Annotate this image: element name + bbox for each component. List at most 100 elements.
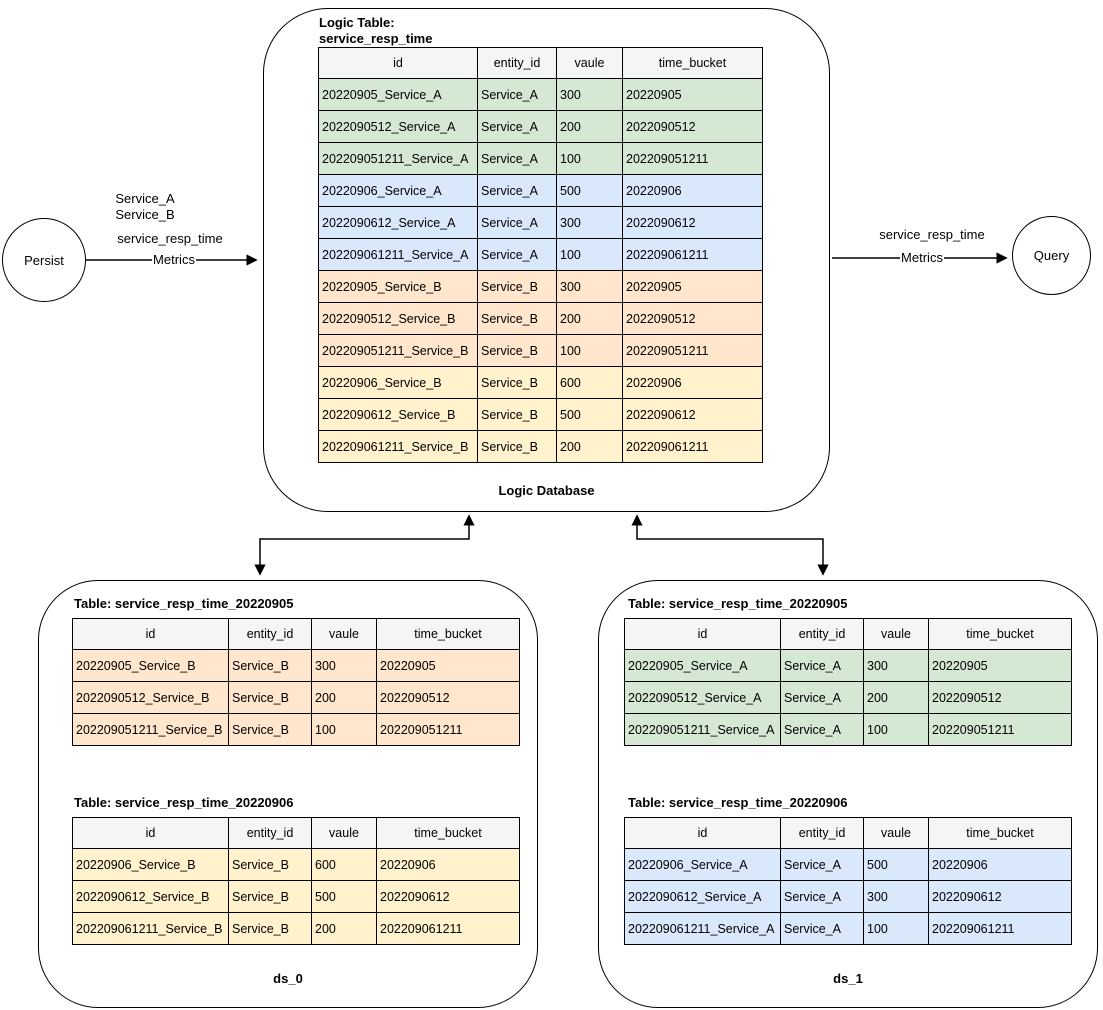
table-cell: 202209061211_Service_A — [318, 238, 478, 271]
persist-edge-metric-name: service_resp_time — [117, 231, 223, 246]
table-cell: 300 — [556, 270, 623, 303]
table-cell: Service_A — [780, 649, 864, 682]
table-cell: 202209061211_Service_B — [318, 430, 478, 463]
table-cell: 100 — [556, 142, 623, 175]
table-cell: 202209061211 — [622, 238, 763, 271]
query-edge-label: Metrics — [900, 250, 944, 265]
table-cell: Service_B — [228, 681, 312, 714]
table-cell: 200 — [311, 912, 377, 945]
table-cell: 200 — [311, 681, 377, 714]
table-cell: 20220906_Service_B — [318, 366, 478, 399]
table-cell: 200 — [556, 110, 623, 143]
table-cell: 2022090512_Service_A — [624, 681, 781, 714]
table-cell: 300 — [556, 206, 623, 239]
table-cell: 202209061211_Service_A — [624, 912, 781, 945]
table-cell: Service_A — [780, 880, 864, 913]
table-cell: 2022090612 — [622, 398, 763, 431]
table-cell: 202209061211 — [622, 430, 763, 463]
table-cell: 202209051211 — [622, 334, 763, 367]
logic-database-caption: Logic Database — [498, 483, 595, 498]
table-cell: 2022090612_Service_A — [624, 880, 781, 913]
table-cell: 200 — [863, 681, 929, 714]
persist-node: Persist — [2, 218, 86, 302]
table-cell: 100 — [556, 334, 623, 367]
column-header: time_bucket — [622, 47, 763, 79]
ds1-table1-title: Table: service_resp_time_20220905 — [628, 596, 848, 611]
table-cell: 20220905_Service_B — [318, 270, 478, 303]
table-cell: 2022090512_Service_B — [318, 302, 478, 335]
table-cell: 20220905 — [928, 649, 1072, 682]
table-cell: 20220906_Service_A — [624, 848, 781, 881]
table-cell: 300 — [863, 880, 929, 913]
table-cell: 200 — [556, 430, 623, 463]
table-cell: Service_A — [477, 142, 557, 175]
table-cell: 2022090612 — [376, 880, 520, 913]
query-label: Query — [1033, 248, 1070, 263]
table-cell: Service_A — [477, 174, 557, 207]
logic-to-ds1-connector — [631, 514, 829, 576]
table-cell: 500 — [556, 398, 623, 431]
table-cell: 2022090612_Service_B — [318, 398, 478, 431]
ds1-caption: ds_1 — [833, 971, 863, 986]
column-header: vaule — [863, 817, 929, 849]
table-cell: Service_A — [780, 912, 864, 945]
table-cell: Service_A — [477, 110, 557, 143]
column-header: entity_id — [477, 47, 557, 79]
table-cell: 20220905 — [622, 78, 763, 111]
logic-table-title-line1: Logic Table: — [319, 15, 395, 30]
table-cell: 100 — [556, 238, 623, 271]
table-cell: 20220906 — [928, 848, 1072, 881]
table-cell: 100 — [863, 912, 929, 945]
ds1-table2-title: Table: service_resp_time_20220906 — [628, 795, 848, 810]
table-cell: 300 — [556, 78, 623, 111]
query-node: Query — [1012, 216, 1091, 295]
table-cell: 300 — [311, 649, 377, 682]
column-header: entity_id — [228, 817, 312, 849]
ds0-table1-title: Table: service_resp_time_20220905 — [74, 596, 294, 611]
table-cell: 2022090512 — [622, 110, 763, 143]
column-header: entity_id — [228, 618, 312, 650]
table-cell: 100 — [863, 713, 929, 746]
table-cell: Service_B — [228, 912, 312, 945]
table-cell: 20220905 — [622, 270, 763, 303]
table-cell: 202209061211 — [928, 912, 1072, 945]
column-header: vaule — [311, 817, 377, 849]
table-cell: Service_B — [477, 334, 557, 367]
table-cell: Service_B — [228, 848, 312, 881]
table-cell: 20220905_Service_A — [624, 649, 781, 682]
table-cell: 100 — [311, 713, 377, 746]
column-header: time_bucket — [928, 618, 1072, 650]
table-cell: Service_A — [477, 78, 557, 111]
column-header: vaule — [556, 47, 623, 79]
table-cell: Service_B — [477, 270, 557, 303]
table-cell: 20220906_Service_B — [72, 848, 229, 881]
table-cell: 202209051211_Service_A — [318, 142, 478, 175]
table-cell: Service_A — [780, 681, 864, 714]
